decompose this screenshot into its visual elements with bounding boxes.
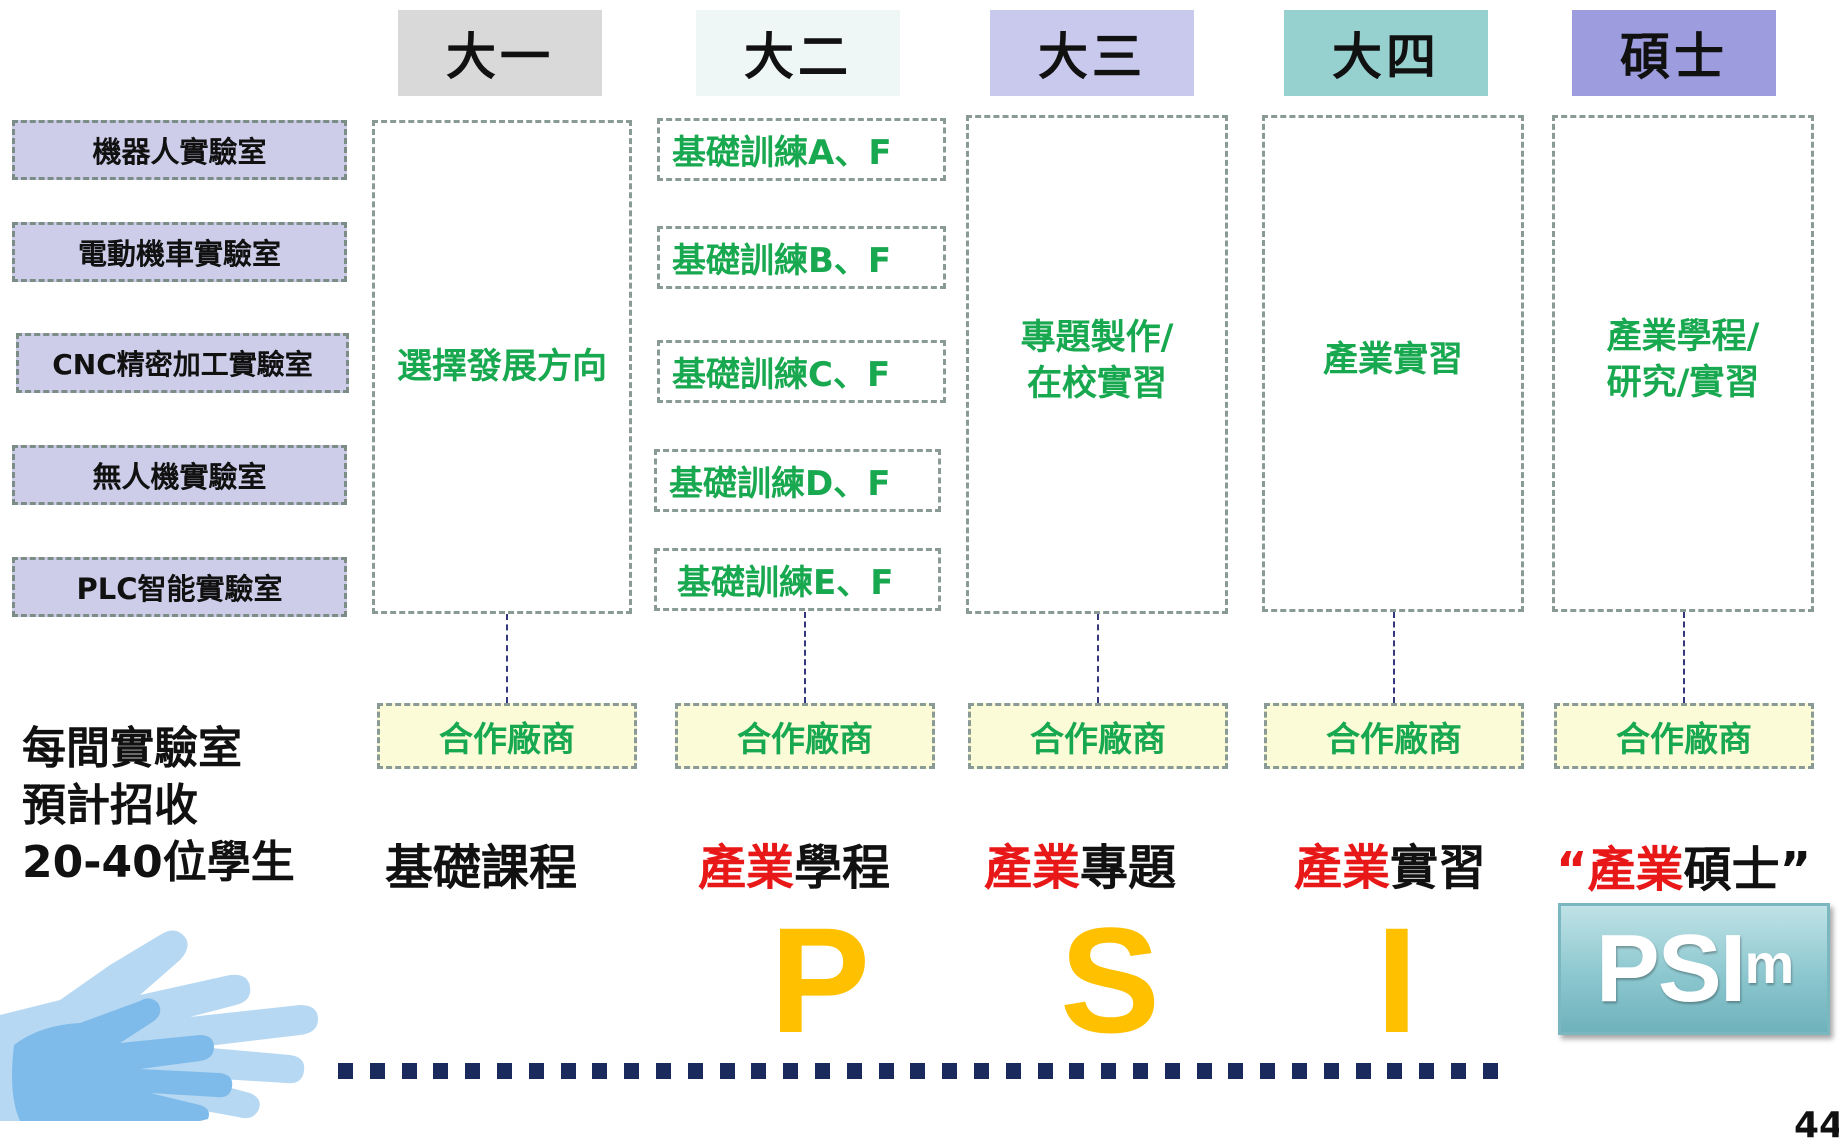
year-header-3: 大三 bbox=[990, 10, 1194, 96]
lab-plc: PLC智能實驗室 bbox=[12, 557, 347, 617]
year4-box: 產業實習 bbox=[1262, 115, 1524, 612]
year1-box: 選擇發展方向 bbox=[372, 120, 632, 614]
connector-line-2 bbox=[804, 612, 806, 703]
psim-logo-main: PSI bbox=[1595, 915, 1747, 1022]
program-i-red: 產業 bbox=[1294, 840, 1391, 896]
psi-letter-p: P bbox=[770, 896, 871, 1064]
year3-line-2: 在校實習 bbox=[1026, 363, 1167, 404]
connector-line-1 bbox=[506, 614, 508, 703]
year4-box-text: 產業實習 bbox=[1322, 339, 1463, 380]
program-p-black: 學程 bbox=[794, 840, 891, 896]
partner-box-5: 合作廠商 bbox=[1554, 703, 1814, 769]
page-number: 44 bbox=[1794, 1105, 1839, 1146]
program-basic: 基礎課程 bbox=[385, 840, 578, 896]
lab-electric-motorcycle: 電動機車實驗室 bbox=[12, 222, 347, 282]
training-b: 基礎訓練B、F bbox=[657, 226, 946, 289]
psim-logo-sup: m bbox=[1744, 931, 1794, 995]
handshake-icon bbox=[0, 905, 370, 1121]
note-line-3: 20-40位學生 bbox=[22, 837, 295, 888]
note-line-1: 每間實驗室 bbox=[22, 723, 242, 774]
partner-box-2: 合作廠商 bbox=[675, 703, 935, 769]
year-header-master: 碩士 bbox=[1572, 10, 1776, 96]
program-industry-course: 產業學程 bbox=[698, 828, 890, 898]
enrollment-note: 每間實驗室 預計招收 20-40位學生 bbox=[22, 720, 295, 891]
connector-line-4 bbox=[1393, 612, 1395, 703]
master-box-text: 產業學程/ 研究/實習 bbox=[1607, 314, 1760, 406]
program-m-quote-close: ” bbox=[1779, 842, 1812, 898]
master-line-2: 研究/實習 bbox=[1606, 362, 1760, 403]
program-i-black: 實習 bbox=[1390, 840, 1487, 896]
year1-box-text: 選擇發展方向 bbox=[396, 347, 607, 387]
training-e: 基礎訓練E、F bbox=[654, 548, 941, 611]
program-p-red: 產業 bbox=[698, 840, 795, 896]
psi-letter-s: S bbox=[1060, 896, 1161, 1064]
program-industry-project: 產業專題 bbox=[984, 828, 1176, 898]
year3-box-text: 專題製作/ 在校實習 bbox=[1021, 315, 1174, 407]
program-m-quote-open: “ bbox=[1556, 842, 1588, 898]
year-header-4: 大四 bbox=[1284, 10, 1488, 96]
lab-drone: 無人機實驗室 bbox=[12, 445, 347, 505]
psi-letter-i: I bbox=[1376, 896, 1418, 1064]
year3-box: 專題製作/ 在校實習 bbox=[966, 115, 1228, 614]
program-m-red: 產業 bbox=[1587, 842, 1684, 898]
training-a: 基礎訓練A、F bbox=[657, 118, 946, 181]
connector-line-5 bbox=[1683, 612, 1685, 703]
note-line-2: 預計招收 bbox=[22, 780, 198, 831]
master-box: 產業學程/ 研究/實習 bbox=[1552, 115, 1814, 612]
training-c: 基礎訓練C、F bbox=[657, 340, 946, 403]
master-line-1: 產業學程/ bbox=[1606, 316, 1760, 357]
lab-cnc: CNC精密加工實驗室 bbox=[16, 333, 349, 393]
program-s-black: 專題 bbox=[1080, 840, 1177, 896]
program-industry-master: “產業碩士” bbox=[1556, 830, 1811, 900]
program-m-black: 碩士 bbox=[1683, 842, 1780, 898]
partner-box-4: 合作廠商 bbox=[1264, 703, 1524, 769]
year-header-2: 大二 bbox=[696, 10, 900, 96]
program-industry-internship: 產業實習 bbox=[1294, 828, 1486, 898]
program-s-red: 產業 bbox=[984, 840, 1081, 896]
year3-line-1: 專題製作/ bbox=[1020, 317, 1174, 358]
connector-line-3 bbox=[1097, 614, 1099, 703]
lab-robot: 機器人實驗室 bbox=[12, 120, 347, 180]
timeline-dotted-line bbox=[338, 1063, 1498, 1081]
partner-box-1: 合作廠商 bbox=[377, 703, 637, 769]
partner-box-3: 合作廠商 bbox=[968, 703, 1228, 769]
training-d: 基礎訓練D、F bbox=[654, 449, 941, 512]
year-header-1: 大一 bbox=[398, 10, 602, 96]
